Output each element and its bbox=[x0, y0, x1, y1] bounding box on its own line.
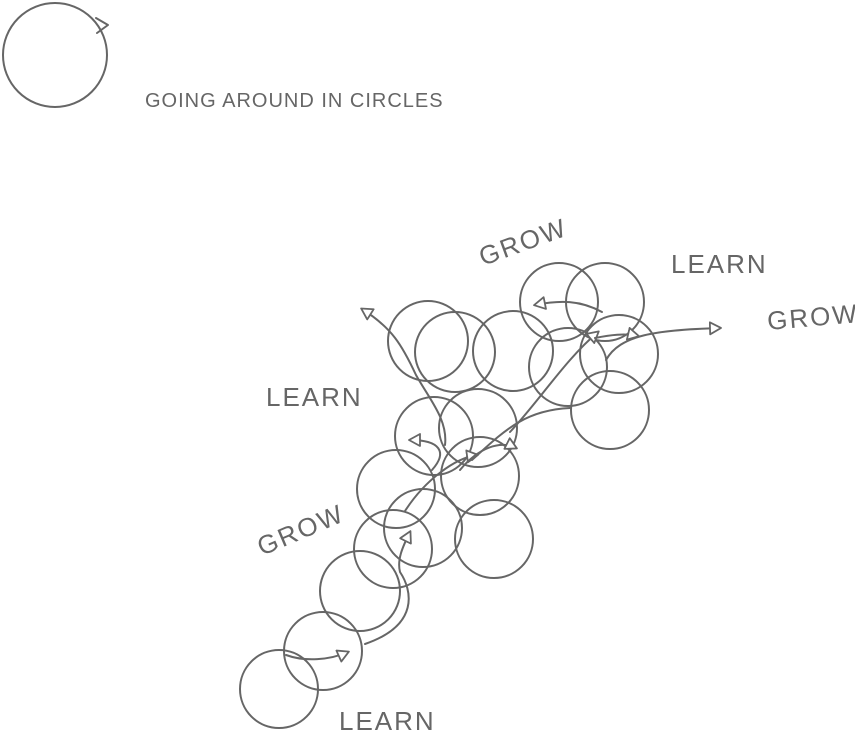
loop-circle bbox=[454, 499, 534, 579]
arrow-path bbox=[459, 437, 518, 471]
arrow-path bbox=[360, 307, 447, 446]
loop-circle bbox=[440, 436, 520, 516]
arrow-path bbox=[533, 296, 603, 313]
circle-cluster bbox=[239, 262, 659, 729]
circular-arrow-icon bbox=[2, 2, 109, 108]
loop-circle bbox=[570, 370, 650, 450]
arrow-path bbox=[594, 327, 640, 341]
loop-circle bbox=[319, 550, 401, 632]
growth-arrows bbox=[285, 296, 722, 663]
arrow-path bbox=[509, 330, 600, 433]
loop-circle bbox=[519, 262, 599, 342]
loop-circle bbox=[356, 449, 436, 529]
label-learn-left: LEARN bbox=[266, 382, 363, 412]
label-grow-right: GROW bbox=[766, 298, 855, 336]
loop-circle bbox=[438, 388, 518, 468]
label-learn-bottom: LEARN bbox=[339, 706, 436, 732]
loop-circle bbox=[394, 396, 474, 476]
loop-circle bbox=[283, 611, 363, 691]
label-learn-top-right: LEARN bbox=[671, 249, 768, 279]
loop-circle bbox=[528, 327, 608, 407]
label-grow-left: GROW bbox=[253, 498, 349, 561]
loop-circle bbox=[472, 310, 554, 392]
arrow-path bbox=[285, 649, 350, 663]
loop-circle bbox=[579, 314, 659, 394]
arrow-path bbox=[408, 433, 442, 471]
loop-circle bbox=[239, 649, 319, 729]
arrow-path bbox=[404, 449, 479, 512]
arrow-path bbox=[605, 321, 722, 361]
arrow-path bbox=[471, 407, 571, 461]
legend-caption: GOING AROUND IN CIRCLES bbox=[145, 90, 444, 112]
loop-circle bbox=[414, 311, 496, 393]
legend: GOING AROUND IN CIRCLES bbox=[2, 2, 444, 112]
arrow-path bbox=[364, 530, 412, 645]
loop-circle bbox=[353, 509, 433, 589]
